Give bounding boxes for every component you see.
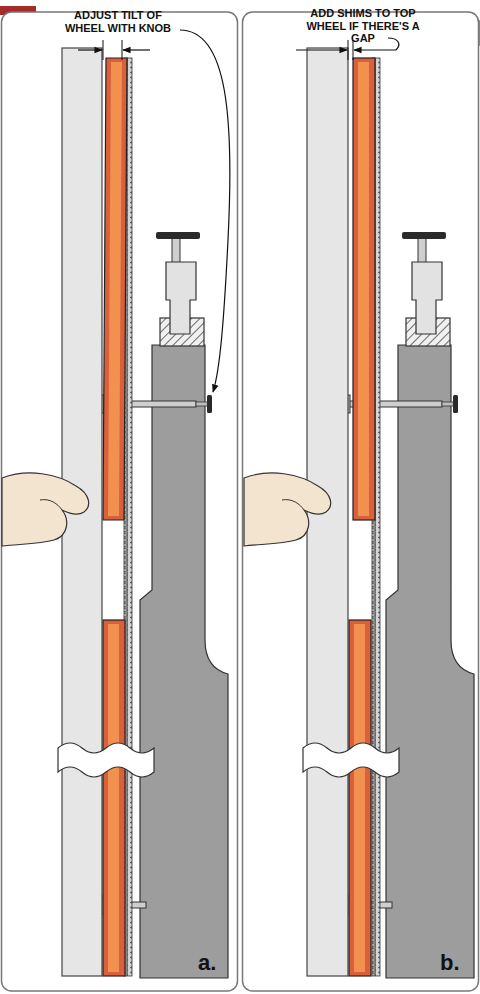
wheel-tire bbox=[358, 62, 369, 516]
leader-arrow bbox=[180, 30, 230, 392]
dimension-arrow bbox=[78, 49, 102, 50]
saw-frame bbox=[140, 345, 228, 978]
break-mark bbox=[58, 743, 154, 777]
hand bbox=[244, 473, 331, 546]
hand-detail bbox=[282, 500, 304, 510]
wheel-tire bbox=[108, 624, 119, 972]
bottom-wheel bbox=[349, 620, 371, 976]
extension-line bbox=[348, 40, 349, 60]
hand bbox=[2, 473, 89, 546]
leader-line bbox=[388, 38, 399, 50]
tilt-knob bbox=[207, 395, 212, 413]
top-wheel bbox=[353, 58, 375, 520]
hand-detail bbox=[40, 500, 62, 510]
callout-note: ADJUST TILT OF WHEEL WITH KNOB bbox=[57, 9, 179, 34]
dimension-arrow bbox=[296, 49, 347, 50]
panel-frame bbox=[2, 12, 238, 991]
dimension-arrow bbox=[354, 49, 396, 50]
panel-frame bbox=[243, 12, 479, 991]
tension-handle bbox=[156, 232, 200, 239]
extension-line bbox=[122, 40, 123, 60]
panel-letter: a. bbox=[198, 952, 234, 974]
wheel-bracket bbox=[166, 262, 196, 334]
panel-letter: b. bbox=[440, 952, 476, 974]
wheel-tire bbox=[108, 62, 122, 516]
extension-line bbox=[103, 40, 104, 60]
tilt-screw bbox=[196, 402, 208, 406]
callout-note: ADD SHIMS TO TOP WHEEL IF THERE'S A GAP bbox=[301, 7, 425, 45]
bottom-wheel bbox=[103, 620, 125, 976]
wheel-tire bbox=[354, 624, 365, 972]
top-wheel bbox=[103, 58, 127, 520]
break-mark bbox=[303, 743, 399, 777]
dimension-arrow bbox=[123, 49, 150, 50]
